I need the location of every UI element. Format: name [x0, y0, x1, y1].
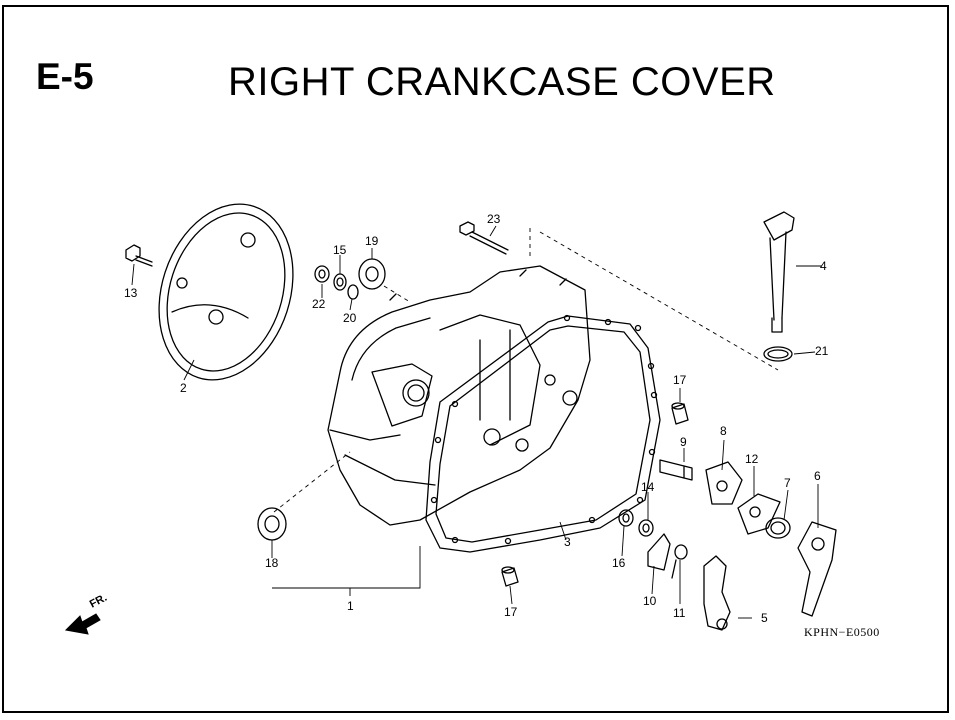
callout-1: 1	[347, 599, 354, 613]
part-19-bearing	[358, 258, 386, 290]
part-21-o-ring	[763, 346, 793, 362]
part-12-arm	[737, 493, 781, 535]
part-6-lever	[797, 521, 837, 617]
part-10-arm	[647, 533, 671, 571]
callout-7: 7	[784, 476, 791, 490]
callout-12: 12	[745, 452, 759, 466]
callout-18: 18	[265, 556, 279, 570]
callout-16: 16	[612, 556, 626, 570]
page-frame	[2, 5, 949, 713]
callout-11: 11	[673, 606, 686, 620]
front-direction-arrow: FR.	[64, 592, 109, 635]
callout-4: 4	[820, 259, 827, 273]
callout-17-lower: 17	[504, 605, 518, 619]
callout-3: 3	[564, 535, 571, 549]
part-5-shift-arm	[703, 555, 731, 631]
callout-5: 5	[761, 611, 768, 625]
callout-17-upper: 17	[673, 373, 687, 387]
part-9-stud	[659, 459, 693, 481]
callout-23: 23	[487, 212, 501, 226]
callout-21: 21	[815, 344, 829, 358]
part-1-crankcase-cover	[327, 265, 591, 526]
part-8-plate	[705, 461, 743, 505]
callout-6: 6	[814, 469, 821, 483]
part-16-washer	[618, 509, 634, 527]
callout-19: 19	[365, 234, 379, 248]
section-code: E-5	[36, 56, 94, 97]
part-23-bolt	[459, 221, 509, 255]
front-label: FR.	[88, 592, 109, 611]
page-title: RIGHT CRANKCASE COVER	[228, 60, 776, 104]
part-17-dowel-pin-lower	[501, 566, 519, 587]
callout-15: 15	[333, 243, 347, 257]
part-2-cover-plate	[158, 203, 294, 381]
callout-20: 20	[343, 311, 357, 325]
part-4-dipstick	[763, 211, 795, 333]
part-7-spring	[765, 517, 791, 539]
part-20-ring	[347, 284, 359, 300]
callout-13: 13	[124, 286, 138, 300]
part-22-nut	[314, 265, 330, 283]
callout-22: 22	[312, 297, 326, 311]
part-11-spring	[671, 544, 688, 579]
callout-14: 14	[641, 480, 655, 494]
diagram-reference-code: KPHN−E0500	[804, 625, 880, 639]
part-18-oil-seal	[257, 507, 287, 541]
callout-9: 9	[680, 435, 687, 449]
part-17-dowel-pin-upper	[671, 402, 689, 425]
part-13-bolt	[125, 244, 153, 267]
part-14-collar	[638, 519, 654, 537]
callout-8: 8	[720, 424, 727, 438]
part-3-gasket	[425, 314, 661, 553]
part-15-washer	[333, 273, 347, 291]
callout-2: 2	[180, 381, 187, 395]
callout-10: 10	[643, 594, 657, 608]
